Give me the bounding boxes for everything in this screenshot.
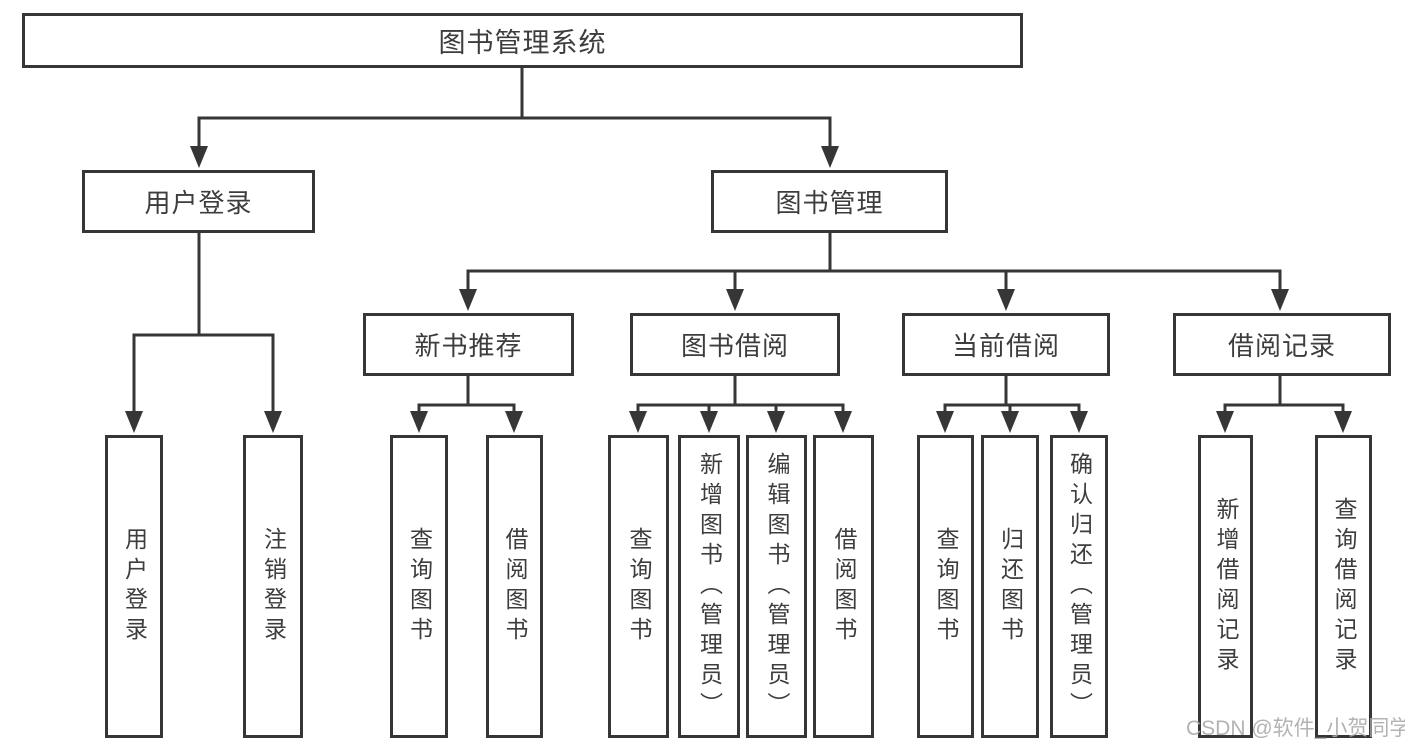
leaf-user-login-label: 用户登录 (121, 526, 148, 647)
leaf-newbooks-query-books: 查询图书 (390, 435, 448, 738)
connector-current (943, 376, 1081, 413)
leaf-records-query-record: 查询借阅记录 (1315, 435, 1372, 738)
leaf-current-query-books: 查询图书 (917, 435, 974, 738)
leaf-current-return-books-label: 归还图书 (997, 526, 1024, 647)
node-book-borrow: 图书借阅 (630, 313, 840, 376)
connector-book-mgmt (466, 233, 1282, 291)
connector-root (197, 68, 832, 150)
leaf-newbooks-borrow-books-label: 借阅图书 (502, 526, 528, 647)
leaf-logout-label: 注销登录 (260, 526, 287, 647)
node-user-login: 用户登录 (82, 170, 315, 233)
leaf-borrow-query-books: 查询图书 (608, 435, 669, 738)
leaf-records-query-record-label: 查询借阅记录 (1331, 496, 1357, 677)
leaf-borrow-borrow-books: 借阅图书 (813, 435, 874, 738)
leaf-newbooks-borrow-books: 借阅图书 (486, 435, 543, 738)
connector-records (1223, 376, 1345, 413)
leaf-borrow-query-books-label: 查询图书 (626, 526, 652, 647)
leaf-current-confirm-return-admin: 确认归还（管理员） (1050, 435, 1108, 738)
node-current-borrow: 当前借阅 (902, 313, 1110, 376)
connector-borrow (636, 376, 845, 413)
node-borrow-records-label: 借阅记录 (1227, 331, 1336, 361)
node-current-borrow-label: 当前借阅 (951, 331, 1060, 361)
csdn-watermark: CSDN @软件_小贺同学 (1186, 717, 1405, 740)
leaf-current-return-books: 归还图书 (981, 435, 1039, 738)
leaf-current-query-books-label: 查询图书 (933, 526, 959, 647)
leaf-records-add-record-label: 新增借阅记录 (1213, 496, 1239, 677)
node-new-book-recommend-label: 新书推荐 (414, 331, 523, 361)
node-book-borrow-label: 图书借阅 (680, 331, 789, 361)
node-root-label: 图书管理系统 (438, 28, 607, 58)
leaf-user-login: 用户登录 (105, 435, 163, 738)
node-book-management: 图书管理 (711, 170, 948, 233)
leaf-borrow-borrow-books-label: 借阅图书 (831, 526, 857, 647)
leaf-borrow-add-books-admin-label: 新增图书（管理员） (696, 451, 723, 722)
leaf-newbooks-query-books-label: 查询图书 (406, 526, 433, 647)
leaf-logout: 注销登录 (243, 435, 303, 738)
node-borrow-records: 借阅记录 (1173, 313, 1391, 376)
node-user-login-label: 用户登录 (144, 188, 253, 218)
leaf-borrow-edit-books-admin-label: 编辑图书（管理员） (764, 451, 790, 722)
leaf-current-confirm-return-admin-label: 确认归还（管理员） (1066, 451, 1093, 722)
node-new-book-recommend: 新书推荐 (363, 313, 574, 376)
connector-new-books (417, 376, 516, 413)
leaf-borrow-edit-books-admin: 编辑图书（管理员） (746, 435, 807, 738)
leaf-borrow-add-books-admin: 新增图书（管理员） (678, 435, 740, 738)
node-book-management-label: 图书管理 (775, 188, 884, 218)
connector-user-login (132, 233, 275, 413)
node-root: 图书管理系统 (22, 13, 1023, 68)
leaf-records-add-record: 新增借阅记录 (1198, 435, 1253, 738)
